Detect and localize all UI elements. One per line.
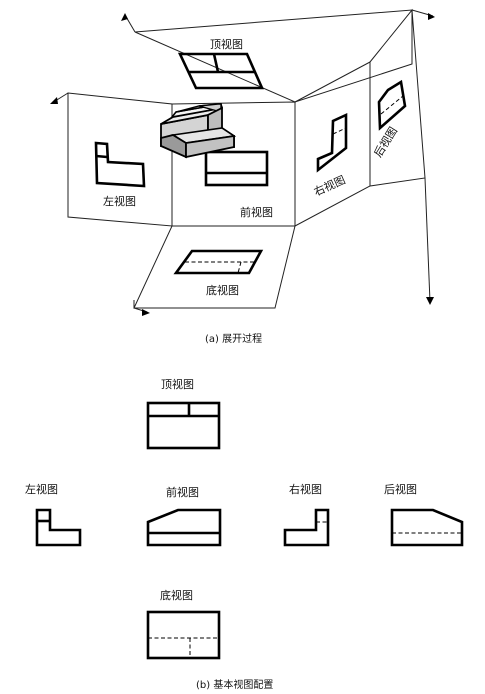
bottom-view-panel [133,225,296,309]
left-view-label-b: 左视图 [25,482,58,496]
front-view-label-b: 前视图 [166,485,199,499]
back-view-label-a: 后视图 [371,124,400,159]
right-view-label-b: 右视图 [289,482,322,496]
right-view-label-a: 右视图 [312,173,348,199]
back-view-label-b: 后视图 [384,482,417,496]
3d-object [160,103,237,159]
top-view-label-b: 顶视图 [161,377,194,391]
right-view-drawing-a [316,112,348,173]
top-view-label-a: 顶视图 [210,37,243,51]
left-view-drawing-b [35,508,82,547]
back-view-drawing-a [377,79,407,131]
left-view-drawing-a [94,141,146,188]
rotation-arrows [50,9,435,316]
caption-b: (b) 基本视图配置 [196,678,273,691]
front-view-label-a: 前视图 [240,205,273,219]
top-view-panel [134,9,413,103]
top-view-drawing-b [146,401,221,450]
caption-a: (a) 展开过程 [205,332,262,345]
front-view-drawing-b [146,508,222,547]
front-view-drawing-a [204,150,269,187]
back-view-panel [369,8,426,187]
bottom-view-drawing-b [146,610,221,660]
left-view-label-a: 左视图 [103,194,136,208]
bottom-view-drawing-a [173,249,264,275]
unfolding-diagram: 顶视图 左视图 前视图 右视图 后视图 底视图 (a) 展开过程 [50,8,435,345]
bottom-view-label-a: 底视图 [206,283,239,297]
right-view-drawing-b [283,508,330,547]
view-arrangement-diagram: 顶视图 左视图 前视图 右视图 后视图 底视图 [25,377,464,691]
top-view-drawing-a [177,52,264,90]
back-view-drawing-b [390,508,464,547]
bottom-view-label-b: 底视图 [160,588,193,602]
